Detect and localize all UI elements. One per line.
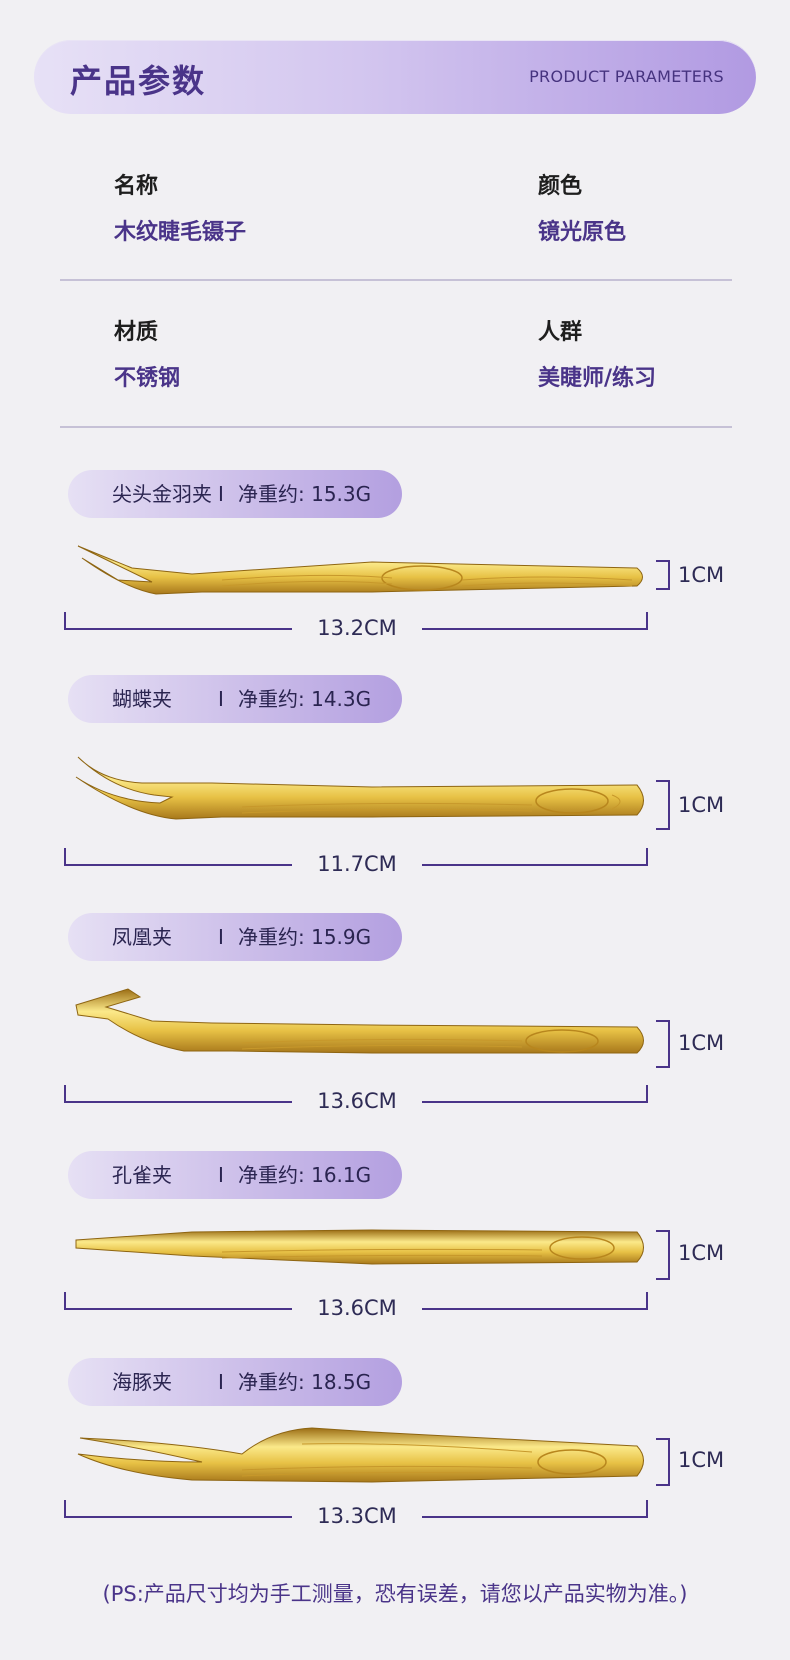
tweezer-image	[77, 545, 643, 595]
length-gap	[292, 624, 422, 630]
length-label: 13.3CM	[317, 1504, 397, 1528]
length-label: 13.6CM	[317, 1296, 397, 1320]
height-label: 1CM	[678, 1241, 725, 1265]
product-tag: 孔雀夹 I 净重约: 16.1G	[68, 1151, 402, 1199]
product-name: 海豚夹	[112, 1370, 172, 1394]
param-audience-label: 人群	[538, 320, 583, 345]
section-subtitle: PRODUCT PARAMETERS	[529, 67, 724, 86]
tag-separator: I	[218, 1370, 224, 1394]
product-tag: 海豚夹 I 净重约: 18.5G	[68, 1358, 402, 1406]
height-label: 1CM	[678, 563, 725, 587]
tag-separator: I	[218, 1163, 224, 1187]
product-tag: 尖头金羽夹 I 净重约: 15.3G	[68, 470, 402, 518]
product-name: 凤凰夹	[112, 925, 172, 949]
length-gap	[292, 1512, 422, 1518]
product-name: 孔雀夹	[112, 1163, 172, 1187]
length-label: 13.6CM	[317, 1089, 397, 1113]
tag-separator: I	[218, 925, 224, 949]
product-weight: 净重约: 18.5G	[238, 1370, 372, 1394]
section-header: 产品参数 PRODUCT PARAMETERS	[34, 40, 756, 114]
footnote: (PS:产品尺寸均为手工测量，恐有误差，请您以产品实物为准。)	[102, 1582, 688, 1606]
height-label: 1CM	[678, 1448, 725, 1472]
tag-separator: I	[218, 482, 224, 506]
height-bracket	[656, 1230, 670, 1280]
length-label: 11.7CM	[317, 852, 397, 876]
tweezer-image	[77, 1427, 644, 1483]
product-tag: 蝴蝶夹 I 净重约: 14.3G	[68, 675, 402, 723]
length-gap	[292, 1304, 422, 1310]
product-name: 蝴蝶夹	[112, 687, 172, 711]
product-tag: 凤凰夹 I 净重约: 15.9G	[68, 913, 402, 961]
product-name: 尖头金羽夹	[112, 482, 212, 506]
tag-separator: I	[218, 687, 224, 711]
divider	[60, 426, 732, 428]
tweezer-image	[75, 988, 644, 1054]
length-gap	[292, 860, 422, 866]
product-weight: 净重约: 14.3G	[238, 687, 372, 711]
param-name-value: 木纹睫毛镊子	[114, 220, 247, 245]
param-material-label: 材质	[114, 320, 159, 345]
tweezer-image	[75, 756, 644, 820]
height-label: 1CM	[678, 1031, 725, 1055]
param-color-label: 颜色	[538, 174, 583, 199]
tweezer-image	[75, 1229, 644, 1265]
param-material-value: 不锈钢	[114, 366, 181, 391]
height-label: 1CM	[678, 793, 725, 817]
product-weight: 净重约: 15.9G	[238, 925, 372, 949]
length-label: 13.2CM	[317, 616, 397, 640]
product-weight: 净重约: 16.1G	[238, 1163, 372, 1187]
height-bracket	[656, 560, 670, 590]
height-bracket	[656, 1438, 670, 1486]
param-color-value: 镜光原色	[538, 220, 627, 245]
param-audience-value: 美睫师/练习	[538, 366, 657, 391]
param-name-label: 名称	[114, 174, 159, 199]
divider	[60, 279, 732, 281]
length-gap	[292, 1097, 422, 1103]
height-bracket	[656, 1020, 670, 1068]
section-title: 产品参数	[70, 62, 207, 100]
height-bracket	[656, 780, 670, 830]
product-weight: 净重约: 15.3G	[238, 482, 372, 506]
